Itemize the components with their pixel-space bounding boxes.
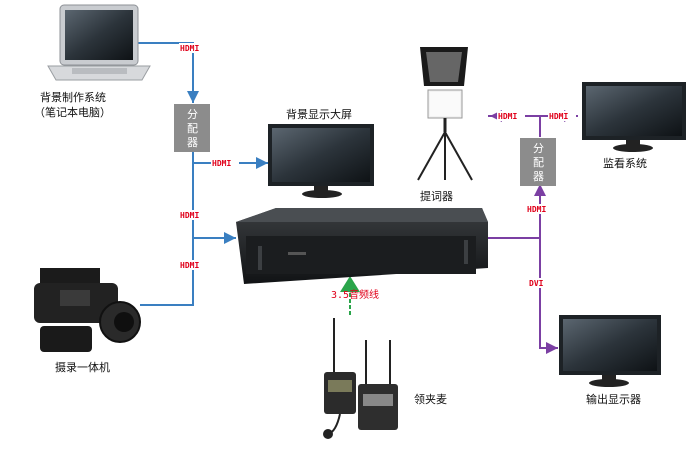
splitter-left: 分 配 器 (174, 104, 210, 152)
label-output-display: 输出显示器 (586, 392, 641, 406)
tag-hdmi-monitor: HDMI (549, 112, 568, 121)
label-teleprompter: 提词器 (420, 190, 453, 203)
tag-hdmi-mid: HDMI (180, 211, 199, 220)
tag-dvi: DVI (529, 279, 544, 288)
big-screen-icon (268, 124, 374, 198)
splitter-left-char-3: 器 (187, 136, 198, 149)
splitter-right-char-3: 器 (533, 170, 544, 183)
label-monitor-system: 监看系统 (603, 156, 647, 170)
connection-tags: HDMI HDMI HDMI HDMI HDMI HDMI HDMI DVI (179, 43, 576, 288)
tag-hdmi-right: HDMI (527, 205, 546, 214)
label-camcorder: 摄录一体机 (55, 360, 110, 374)
output-display-icon (559, 315, 661, 387)
splitter-left-char-1: 分 (187, 108, 198, 121)
label-laptop-sub: （笔记本电脑） (34, 105, 111, 119)
central-processor-icon (236, 208, 488, 284)
splitter-right: 分 配 器 (520, 138, 556, 186)
splitter-right-char-1: 分 (533, 142, 544, 155)
splitter-left-char-2: 配 (187, 122, 198, 135)
label-laptop: 背景制作系统 (40, 90, 106, 104)
mic-icon (323, 318, 398, 439)
tag-hdmi-laptop: HDMI (180, 44, 199, 53)
label-mic: 领夹麦 (414, 393, 447, 406)
tag-hdmi-bigscreen: HDMI (212, 159, 231, 168)
laptop-icon (47, 4, 151, 81)
teleprompter-icon (417, 47, 473, 181)
camcorder-icon (34, 268, 141, 352)
splitter-right-char-2: 配 (533, 156, 544, 169)
label-audio-cable: 3.5音频线 (331, 288, 379, 301)
label-big-screen: 背景显示大屏 (286, 107, 352, 121)
tag-hdmi-teleprompter: HDMI (498, 112, 517, 121)
tag-hdmi-camera: HDMI (180, 261, 199, 270)
monitor-system-icon (582, 82, 686, 152)
